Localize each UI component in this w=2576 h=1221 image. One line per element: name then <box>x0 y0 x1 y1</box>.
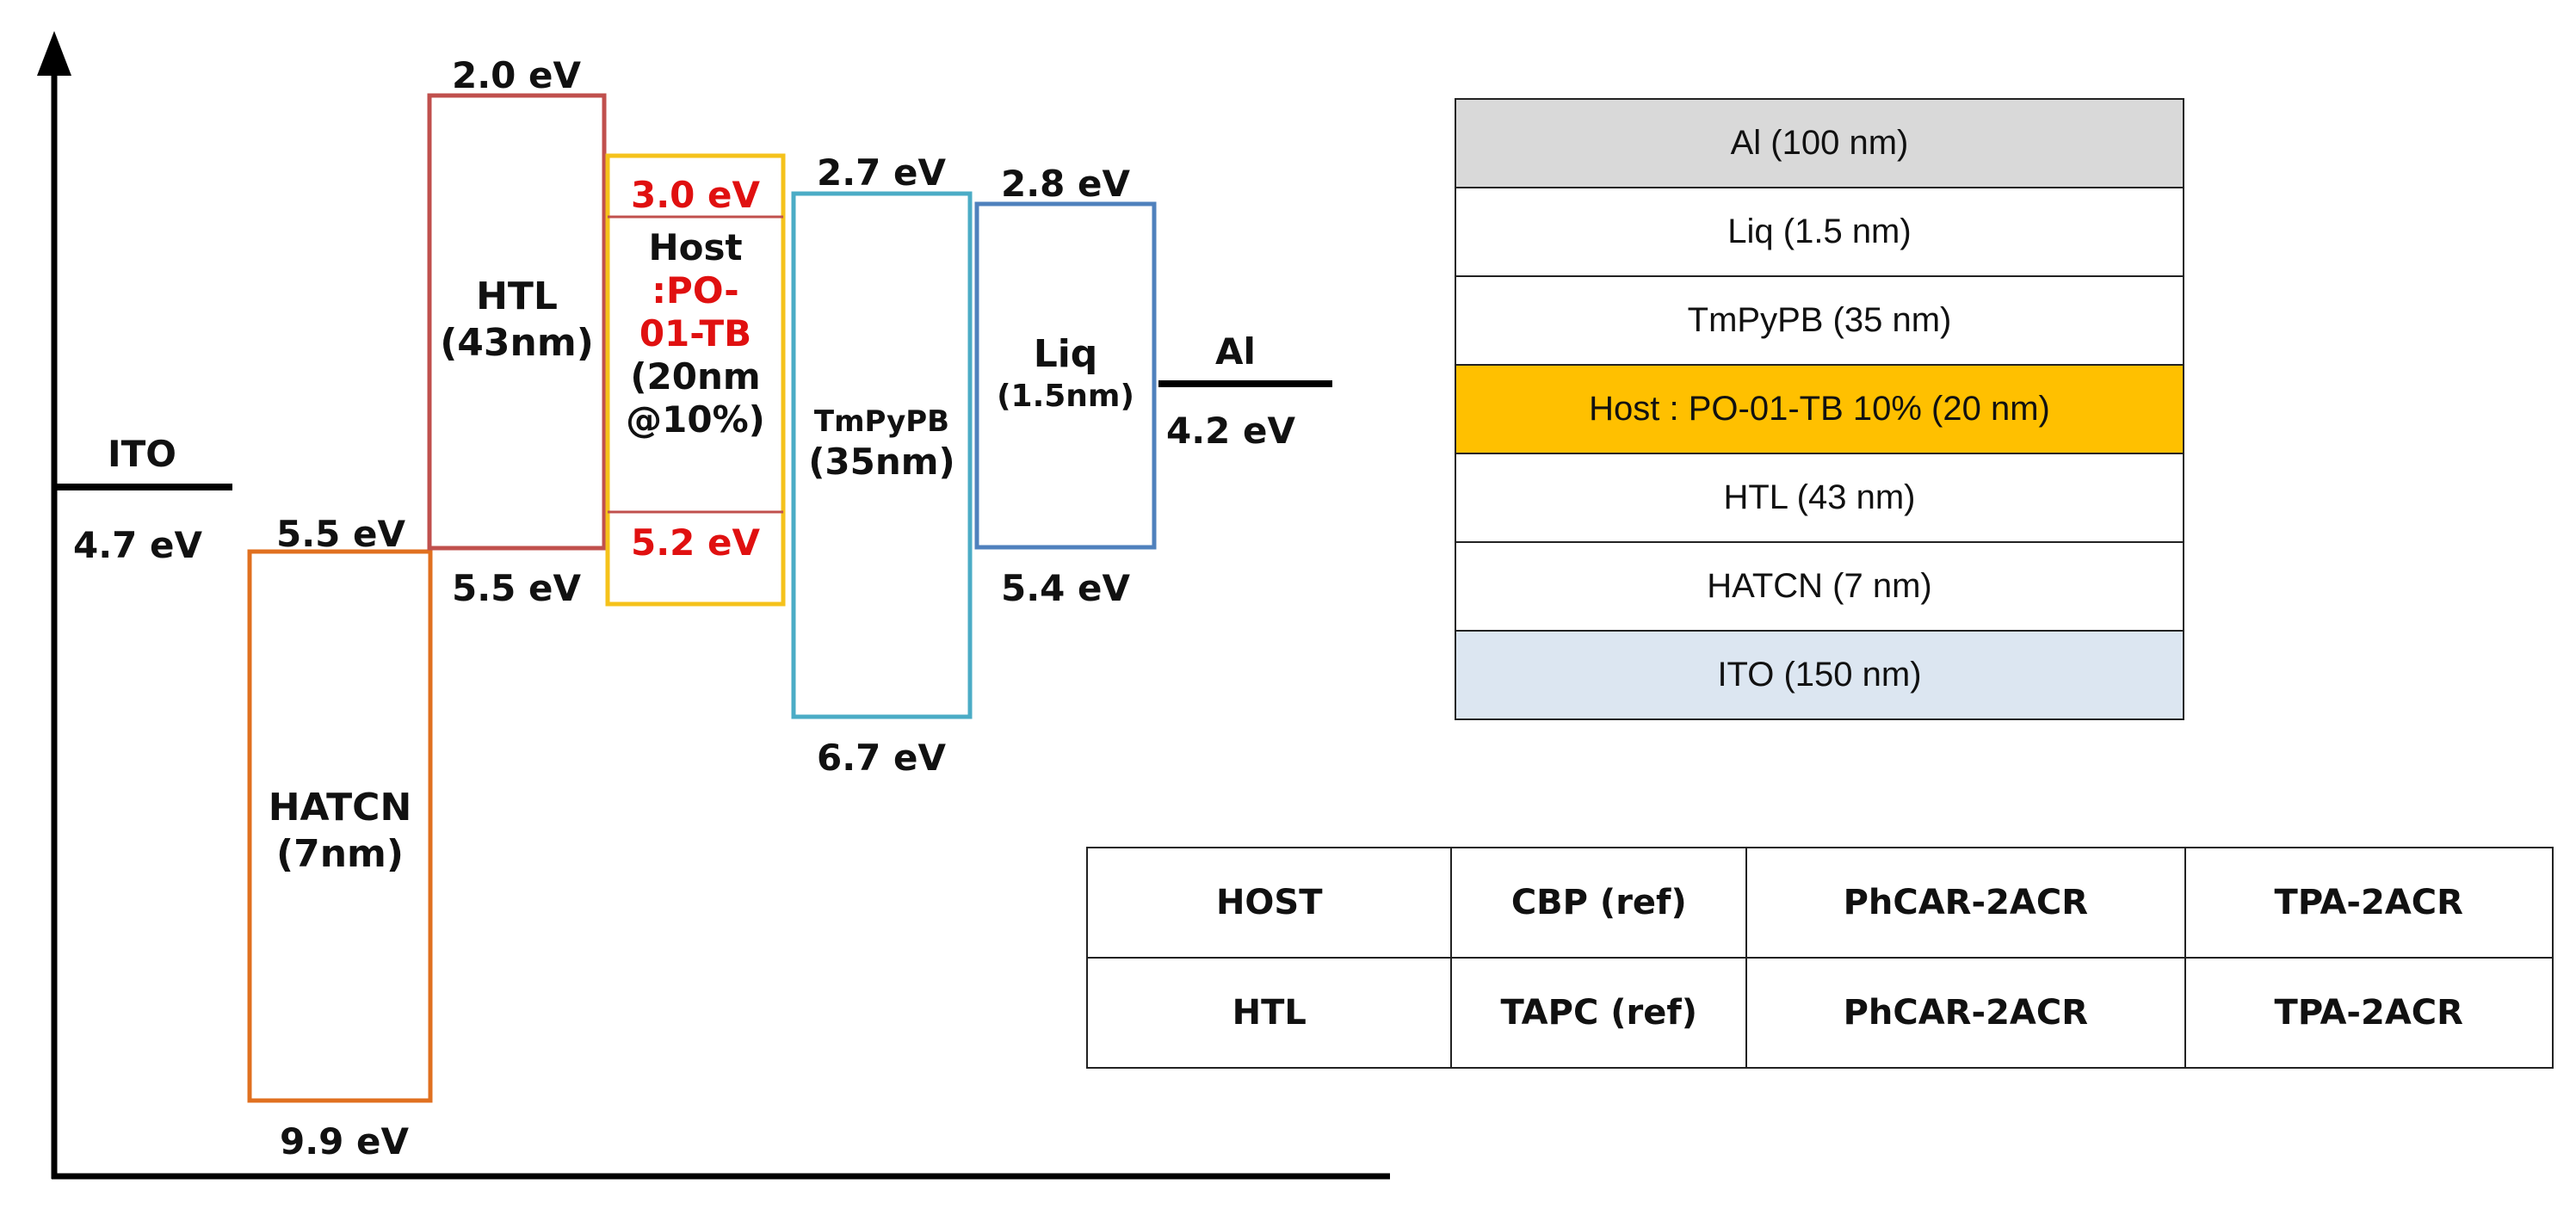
liq-name-label: Liq (1.5nm) <box>997 332 1134 414</box>
tmpypb-box <box>791 191 973 719</box>
stack-row: TmPyPB (35 nm) <box>1455 275 2184 366</box>
materials-row-header-cell: HTL <box>1085 957 1453 1069</box>
htl-name-label: HTL (43nm) <box>440 274 594 365</box>
materials-cell: TPA-2ACR <box>2184 957 2554 1069</box>
y-axis-arrow <box>37 31 71 76</box>
stack-row: HTL (43 nm) <box>1455 453 2184 543</box>
stack-row: Host : PO-01-TB 10% (20 nm) <box>1455 364 2184 454</box>
al-work-function-label: 4.2 eV <box>1166 410 1296 452</box>
liq-top-label: 2.8 eV <box>1000 163 1131 205</box>
ito-name-label: ITO <box>108 433 176 475</box>
htl-top-label: 2.0 eV <box>451 54 582 96</box>
tmpypb-name-label: TmPyPB (35nm) <box>808 404 955 484</box>
stack-layer-cell: HATCN (7 nm) <box>1455 541 2184 632</box>
tmpypb-top-label: 2.7 eV <box>816 151 947 194</box>
hatcn-top-label: 5.5 eV <box>275 513 406 555</box>
liq-box <box>974 201 1157 550</box>
eml-homo-label: 5.2 eV <box>630 521 761 564</box>
stack-layer-cell: Al (100 nm) <box>1455 98 2184 188</box>
stack-layer-cell: ITO (150 nm) <box>1455 630 2184 720</box>
eml-box <box>605 153 786 607</box>
stack-layer-cell: TmPyPB (35 nm) <box>1455 275 2184 366</box>
hatcn-bottom-label: 9.9 eV <box>279 1120 410 1162</box>
stack-layer-cell: HTL (43 nm) <box>1455 453 2184 543</box>
stack-row: HATCN (7 nm) <box>1455 541 2184 632</box>
device-stack-table: Al (100 nm)Liq (1.5 nm)TmPyPB (35 nm)Hos… <box>1455 98 2184 720</box>
stack-layer-cell: Liq (1.5 nm) <box>1455 187 2184 277</box>
htl-box <box>427 93 607 551</box>
materials-cell: TAPC (ref) <box>1450 957 1748 1069</box>
tmpypb-bottom-label: 6.7 eV <box>816 737 947 779</box>
materials-cell: PhCAR-2ACR <box>1745 957 2186 1069</box>
ito-work-function-label: 4.7 eV <box>73 524 203 566</box>
materials-cell: PhCAR-2ACR <box>1745 847 2186 959</box>
materials-cell: CBP (ref) <box>1450 847 1748 959</box>
eml-lumo-label: 3.0 eV <box>630 174 761 216</box>
materials-cell: TPA-2ACR <box>2184 847 2554 959</box>
al-name-label: Al <box>1215 330 1256 373</box>
eml-name-label: Host :PO- 01-TB (20nm @10%) <box>626 226 765 441</box>
stack-layer-cell: Host : PO-01-TB 10% (20 nm) <box>1455 364 2184 454</box>
htl-bottom-label: 5.5 eV <box>451 567 582 609</box>
stack-row: ITO (150 nm) <box>1455 630 2184 720</box>
liq-bottom-label: 5.4 eV <box>1000 567 1131 609</box>
stack-row: Liq (1.5 nm) <box>1455 187 2184 277</box>
hatcn-box <box>247 549 433 1103</box>
hatcn-name-label: HATCN (7nm) <box>268 786 412 876</box>
stack-row: Al (100 nm) <box>1455 98 2184 188</box>
materials-row-header-cell: HOST <box>1085 847 1453 959</box>
